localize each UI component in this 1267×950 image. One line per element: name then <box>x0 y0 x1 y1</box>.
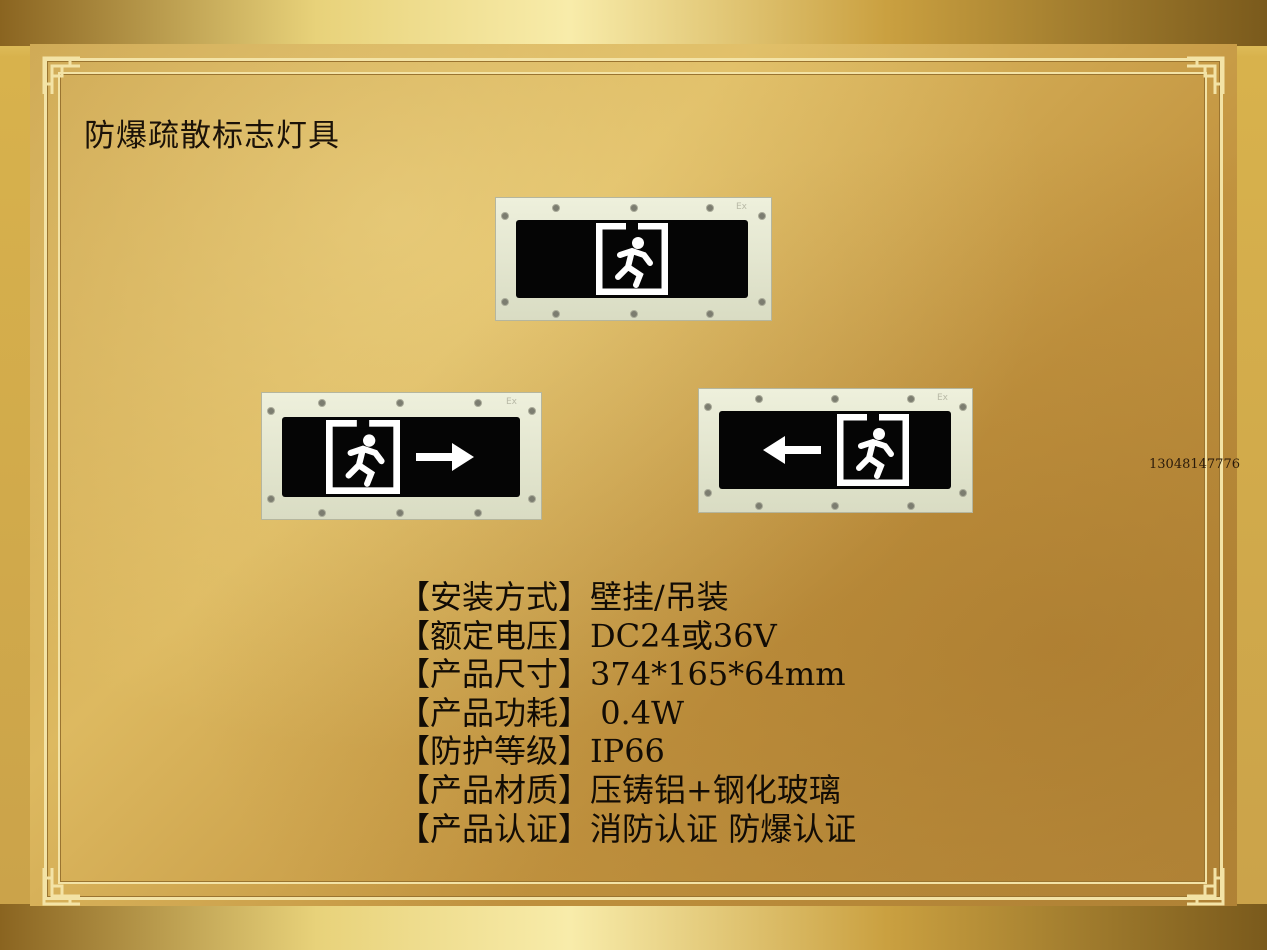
corner-ornament-top-right <box>1187 56 1225 94</box>
running-man-exit-icon <box>596 223 668 295</box>
running-man-exit-icon <box>326 420 400 494</box>
spec-list: 【安装方式】壁挂/吊装 【额定电压】DC24或36V 【产品尺寸】374*165… <box>398 578 856 848</box>
spec-material: 【产品材质】压铸铝+钢化玻璃 <box>398 770 841 809</box>
spec-voltage: 【额定电压】DC24或36V <box>398 616 777 655</box>
spec-installation: 【安装方式】壁挂/吊装 <box>398 578 729 616</box>
arrow-left-icon <box>763 436 821 464</box>
contact-phone: 13048147776 <box>1149 457 1240 472</box>
gold-panel <box>30 44 1237 906</box>
exit-sign-right-arrow-lamp: Ex <box>261 392 542 520</box>
decorative-frame-outer <box>44 58 1223 900</box>
top-gold-band <box>0 0 1267 46</box>
bottom-gold-band <box>0 904 1267 950</box>
page-title: 防爆疏散标志灯具 <box>84 118 340 154</box>
corner-ornament-top-left <box>42 56 80 94</box>
spec-dimensions: 【产品尺寸】374*165*64mm <box>398 655 846 694</box>
running-man-exit-icon <box>837 414 909 486</box>
corner-ornament-bottom-left <box>42 868 80 906</box>
spec-power: 【产品功耗】 0.4W <box>398 693 684 732</box>
arrow-right-icon <box>416 443 474 471</box>
spec-protection: 【防护等级】IP66 <box>398 732 665 771</box>
corner-ornament-bottom-right <box>1187 868 1225 906</box>
spec-certification: 【产品认证】消防认证 防爆认证 <box>398 809 857 848</box>
exit-sign-left-arrow-lamp: Ex <box>698 388 973 513</box>
exit-sign-lamp: Ex <box>495 197 772 321</box>
decorative-frame-inner <box>58 72 1207 884</box>
